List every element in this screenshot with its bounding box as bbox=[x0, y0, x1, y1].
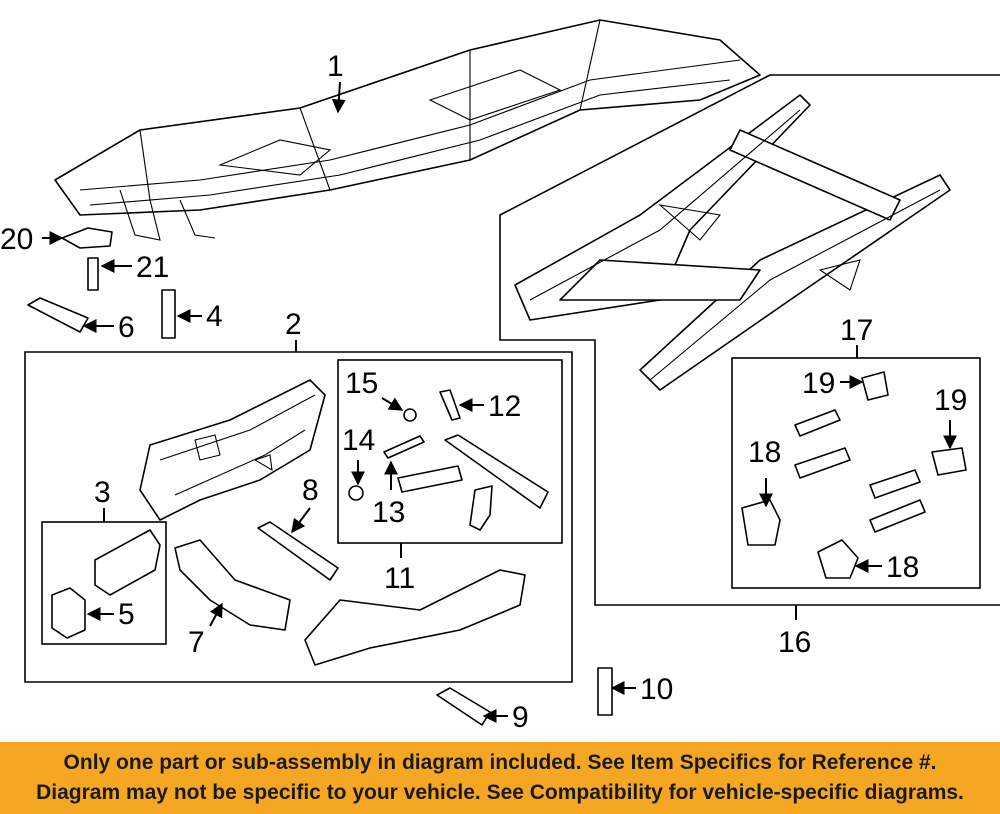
small-bracket-a-drawing bbox=[794, 409, 841, 437]
bolt-12-drawing bbox=[439, 389, 461, 421]
pad-6-drawing bbox=[27, 297, 89, 333]
callout-9: 9 bbox=[512, 701, 529, 734]
plate-5-drawing bbox=[51, 587, 86, 639]
leader-1 bbox=[331, 81, 346, 114]
bracket-19b-drawing bbox=[931, 447, 967, 476]
callout-12: 12 bbox=[488, 390, 521, 423]
callout-19b: 19 bbox=[934, 384, 967, 417]
disclaimer-banner: Only one part or sub-assembly in diagram… bbox=[0, 742, 1000, 814]
callout-11: 11 bbox=[384, 562, 415, 595]
brace-drawing bbox=[397, 465, 463, 493]
group-box-11 bbox=[337, 359, 563, 544]
small-bracket-d-drawing bbox=[869, 499, 926, 533]
callout-16: 16 bbox=[778, 626, 811, 659]
disclaimer-line-1: Only one part or sub-assembly in diagram… bbox=[63, 751, 937, 774]
bolt-4-drawing bbox=[161, 289, 176, 339]
nut-15-drawing bbox=[403, 408, 417, 422]
callout-1: 1 bbox=[327, 50, 344, 83]
callout-2: 2 bbox=[285, 308, 302, 341]
bolt-21-drawing bbox=[87, 257, 99, 291]
leader-8 bbox=[291, 507, 311, 534]
pad-9-drawing bbox=[436, 687, 491, 726]
bracket-18a-drawing bbox=[741, 499, 781, 546]
callout-4: 4 bbox=[206, 300, 223, 333]
crossmember-8-drawing bbox=[257, 521, 339, 581]
rear-frame-section-drawing bbox=[514, 94, 951, 391]
small-bracket-c-drawing bbox=[869, 469, 921, 499]
callout-13: 13 bbox=[372, 496, 405, 529]
group-box-16 bbox=[499, 74, 1000, 606]
bolt-13-drawing bbox=[383, 435, 425, 459]
callout-18b: 18 bbox=[886, 551, 919, 584]
front-crossmember-drawing bbox=[139, 379, 326, 521]
small-bracket-b-drawing bbox=[794, 447, 851, 479]
callout-19a: 19 bbox=[802, 367, 835, 400]
callout-10: 10 bbox=[640, 673, 673, 706]
callout-14: 14 bbox=[342, 424, 375, 457]
bracket-19a-drawing bbox=[861, 371, 889, 401]
callout-6: 6 bbox=[118, 311, 135, 344]
callout-17: 17 bbox=[840, 314, 873, 347]
group-box-2 bbox=[24, 351, 573, 683]
rail-bracket-11-drawing bbox=[444, 434, 549, 509]
bracket-20-drawing bbox=[61, 227, 113, 249]
bracket-18b-drawing bbox=[817, 539, 859, 579]
callout-18a: 18 bbox=[748, 436, 781, 469]
callout-15: 15 bbox=[345, 367, 378, 400]
callout-7: 7 bbox=[188, 626, 205, 659]
nut-14-drawing bbox=[348, 485, 364, 501]
parts-diagram: 1 2 3 4 5 6 7 8 9 10 11 12 13 14 15 16 1… bbox=[0, 19, 1000, 734]
bolt-10-drawing bbox=[597, 667, 613, 716]
support-drawing bbox=[469, 485, 493, 531]
leader-7 bbox=[209, 602, 223, 627]
leader-15 bbox=[381, 397, 404, 411]
callout-20: 20 bbox=[0, 223, 33, 256]
callout-3: 3 bbox=[94, 476, 111, 509]
callout-21: 21 bbox=[136, 251, 169, 284]
side-rail-drawing bbox=[304, 569, 526, 666]
frame-assembly-drawing bbox=[54, 19, 761, 241]
callout-8: 8 bbox=[302, 474, 319, 507]
rail-7-drawing bbox=[174, 539, 291, 631]
bracket-3-drawing bbox=[94, 529, 161, 596]
callout-5: 5 bbox=[118, 598, 135, 631]
disclaimer-line-2: Diagram may not be specific to your vehi… bbox=[36, 781, 964, 804]
